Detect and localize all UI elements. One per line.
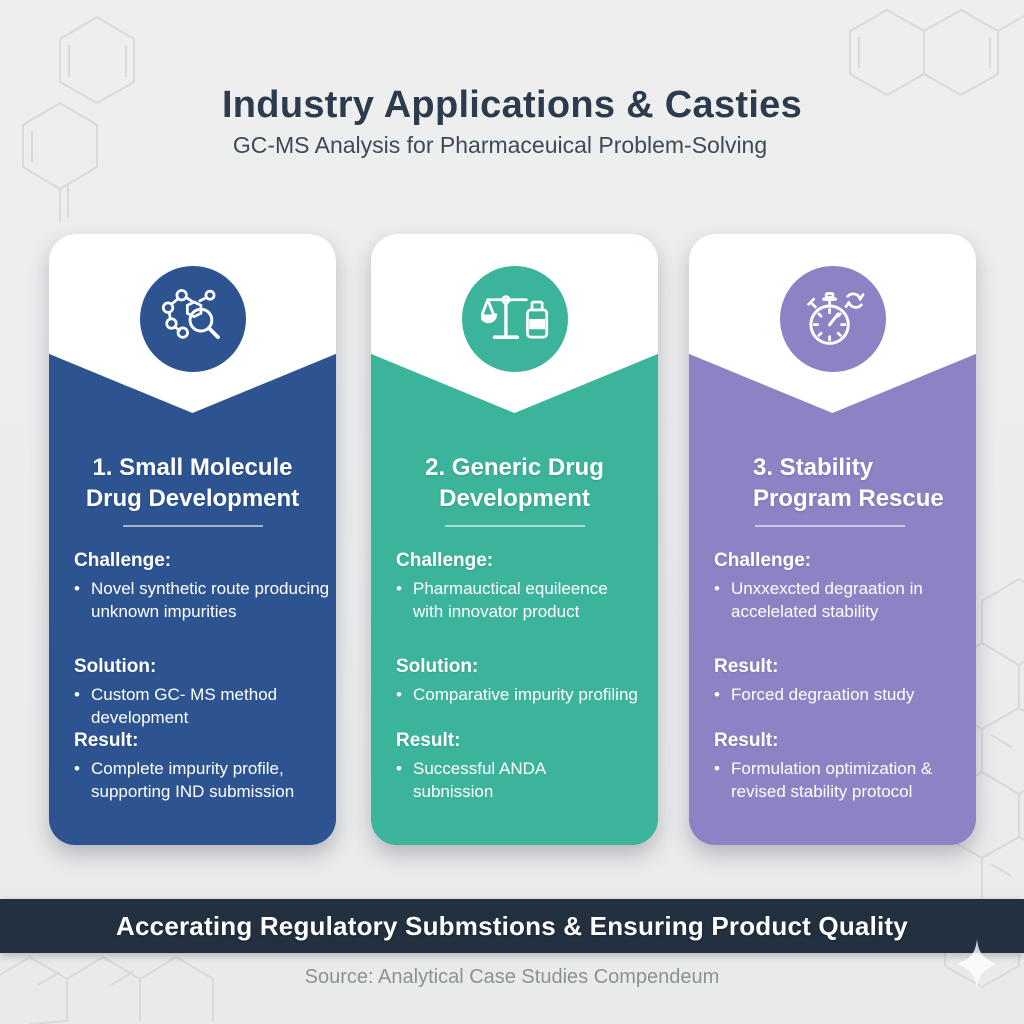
card-small-molecule-drug-development: 1. Small Molecule Drug Development Chall…: [49, 234, 336, 845]
card-title-line2: Drug Development: [85, 485, 300, 512]
page-title: Industry Applications & Casties: [221, 84, 803, 126]
page-subtitle: GC-MS Analysis for Pharmaceuical Problem…: [232, 132, 768, 158]
bullet-text: Pharmauctical equileence: [413, 579, 608, 598]
bullet-icon: •: [396, 579, 402, 598]
bullet-icon: •: [396, 759, 402, 778]
bullet-text: Custom GC- MS method: [91, 685, 278, 704]
card-title-line2: Program Rescue: [753, 485, 944, 512]
hexagon-decor-top-right: [849, 8, 1024, 97]
bullet-text: accelelated stability: [731, 602, 879, 621]
bullet-text: Novel synthetic route producing: [91, 579, 330, 598]
card-stability-program-rescue: 3. Stability Program Rescue Challenge: •…: [689, 234, 976, 845]
bullet-text: with innovator product: [413, 602, 580, 621]
title-divider: [444, 525, 585, 527]
result-section: Result: • Forced degraation study: [714, 656, 968, 706]
bullet-icon: •: [714, 579, 720, 598]
hexagon-decor-bottom-left: [0, 956, 214, 1024]
section-label: Solution:: [396, 656, 479, 677]
bullet-icon: •: [74, 685, 80, 704]
bullet-icon: •: [74, 579, 80, 598]
icon-circle: [779, 266, 886, 372]
banner-text: Accerating Regulatory Submstions & Ensur…: [116, 910, 908, 941]
molecule-magnifier-icon: [161, 289, 220, 340]
section-label: Result:: [74, 730, 139, 751]
bullet-text: supporting IND submission: [91, 782, 295, 801]
section-label: Result:: [714, 656, 779, 677]
card-title: 3. Stability Program Rescue: [689, 452, 976, 514]
bullet-text: Unxxexcted degraation in: [731, 579, 923, 598]
bullet-text: Successful ANDA: [413, 759, 547, 778]
bullet-text: unknown impurities: [91, 602, 237, 621]
sparkle-icon: [958, 939, 996, 989]
bullet-icon: •: [74, 759, 80, 778]
card-title-line1: 2. Generic Drug: [425, 454, 604, 481]
balance-scale-bottle-icon: [480, 295, 548, 339]
bullet-icon: •: [714, 685, 720, 704]
icon-circle: [461, 266, 568, 372]
result-section-2: Result: • Formulation optimization & revi…: [714, 730, 968, 803]
title-divider: [755, 525, 905, 527]
bullet-text: Comparative impurity profiling: [413, 685, 638, 704]
bullet-text: Complete impurity profile,: [91, 759, 284, 778]
source-caption: Source: Analytical Case Studies Compende…: [304, 966, 720, 988]
title-divider: [122, 525, 263, 527]
section-label: Challenge:: [714, 550, 812, 571]
card-title-line1: 3. Stability: [753, 454, 874, 481]
card-title: 1. Small Molecule Drug Development: [49, 452, 336, 514]
bullet-text: revised stability protocol: [731, 782, 913, 801]
card-title-line2: Development: [439, 485, 590, 512]
card-title: 2. Generic Drug Development: [371, 452, 658, 514]
section-label: Challenge:: [74, 550, 172, 571]
bullet-text: development: [91, 708, 189, 727]
hexagon-decor-top-left: [22, 15, 135, 222]
solution-section: Solution: • Custom GC- MS method developm…: [74, 656, 328, 729]
result-section: Result: • Complete impurity profile, supp…: [74, 730, 328, 803]
card-generic-drug-development: 2. Generic Drug Development Challenge: •…: [371, 234, 658, 845]
section-label: Challenge:: [396, 550, 494, 571]
icon-circle: [139, 266, 246, 372]
stopwatch-icon: [806, 292, 864, 345]
section-label: Result:: [396, 730, 461, 751]
section-label: Result:: [714, 730, 779, 751]
challenge-section: Challenge: • Novel synthetic route produ…: [74, 550, 330, 623]
challenge-section: Challenge: • Pharmauctical equileence wit…: [396, 550, 650, 623]
bullet-icon: •: [714, 759, 720, 778]
card-title-line1: 1. Small Molecule: [92, 454, 293, 481]
bullet-text: subnission: [413, 782, 494, 801]
challenge-section: Challenge: • Unxxexcted degraation in acc…: [714, 550, 968, 623]
bullet-text: Formulation optimization &: [731, 759, 933, 778]
result-section: Result: • Successful ANDA subnission: [396, 730, 650, 803]
bullet-text: Forced degraation study: [731, 685, 915, 704]
solution-section: Solution: • Comparative impurity profili…: [396, 656, 650, 706]
section-label: Solution:: [74, 656, 157, 677]
bullet-icon: •: [396, 685, 402, 704]
bottom-banner: Accerating Regulatory Submstions & Ensur…: [0, 899, 1024, 953]
